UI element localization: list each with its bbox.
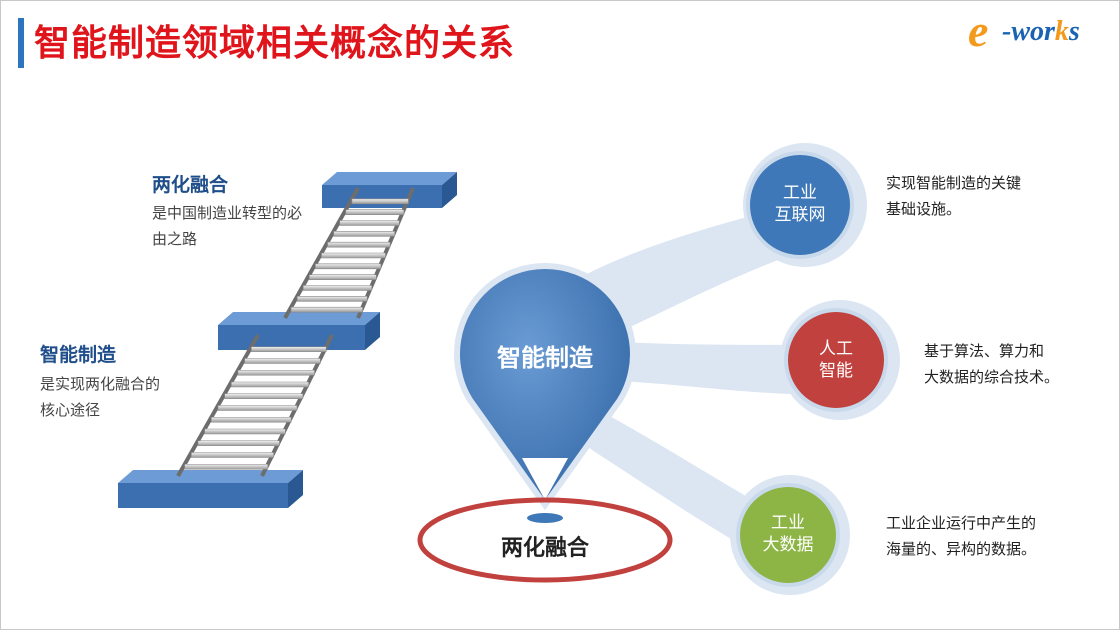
ladder-illustration bbox=[118, 172, 457, 508]
upper-desc-line1: 是中国制造业转型的必 bbox=[152, 204, 303, 222]
node-desc-ai: 基于算法、算力和大数据的综合技术。 bbox=[924, 342, 1060, 386]
center-teardrop bbox=[454, 262, 636, 511]
ladder-rung bbox=[296, 296, 368, 302]
ladder-rung bbox=[224, 393, 304, 400]
ladder-rung bbox=[351, 198, 409, 205]
ladder-rung bbox=[217, 405, 298, 411]
ladder-rung bbox=[302, 285, 373, 291]
title-accent-bar bbox=[18, 18, 24, 68]
ladder-rung bbox=[321, 252, 386, 259]
ladder-rung bbox=[327, 241, 391, 248]
eworks-logo: e -works bbox=[968, 5, 1098, 56]
slide-title: 智能制造领域相关概念的关系 bbox=[34, 23, 516, 64]
logo-wordmark: -works bbox=[1002, 16, 1080, 47]
ladder-rung bbox=[244, 358, 321, 364]
node-label-ai: 人工智能 bbox=[819, 339, 853, 381]
ladder-rung bbox=[333, 231, 395, 237]
upper-desc-line2: 由之路 bbox=[152, 230, 198, 248]
ladder-rung bbox=[237, 369, 315, 376]
node-desc-big-data: 工业企业运行中产生的海量的、异构的数据。 bbox=[886, 514, 1037, 558]
node-circle-industrial-internet bbox=[746, 151, 854, 259]
node-circle-big-data bbox=[736, 483, 840, 587]
node-circle-ai bbox=[784, 308, 888, 412]
integration-ellipse bbox=[417, 497, 673, 583]
ladder-rung bbox=[339, 220, 400, 226]
ladder-rung bbox=[315, 263, 382, 270]
node-label-big-data: 工业大数据 bbox=[762, 513, 814, 555]
ladder-rung bbox=[211, 416, 292, 423]
ladder-rung bbox=[191, 452, 274, 458]
lower-desc-line2: 核心途径 bbox=[40, 401, 101, 419]
ladder-rung bbox=[197, 440, 280, 447]
ladder-rung bbox=[309, 274, 377, 280]
ladder-rung bbox=[251, 346, 327, 353]
logo-e: e bbox=[968, 5, 989, 56]
drop-point bbox=[527, 513, 563, 523]
ellipse-label: 两化融合 bbox=[500, 536, 589, 561]
lower-heading: 智能制造 bbox=[40, 344, 117, 366]
node-desc-industrial-internet: 实现智能制造的关键基础设施。 bbox=[886, 174, 1022, 218]
upper-heading: 两化融合 bbox=[152, 174, 229, 196]
ladder-rung bbox=[345, 209, 405, 215]
ladder-rung bbox=[231, 381, 309, 388]
ladder-rung bbox=[290, 306, 363, 313]
center-label: 智能制造 bbox=[497, 344, 593, 372]
lower-desc-line1: 是实现两化融合的 bbox=[40, 375, 161, 393]
ladder-rung bbox=[184, 463, 269, 470]
node-label-industrial-internet: 工业互联网 bbox=[774, 183, 826, 225]
ladder-rung bbox=[204, 428, 286, 435]
